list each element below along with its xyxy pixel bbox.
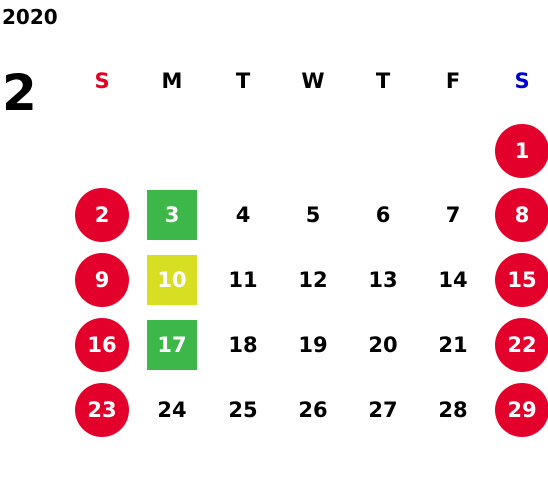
day-cell-9[interactable]: 9	[75, 253, 129, 307]
day-cell-28[interactable]: 28	[438, 398, 468, 422]
day-cell-4[interactable]: 4	[235, 203, 251, 227]
day-cell-3[interactable]: 3	[147, 190, 197, 240]
day-cell-25[interactable]: 25	[228, 398, 258, 422]
day-cell-13[interactable]: 13	[368, 268, 398, 292]
day-cell-16[interactable]: 16	[75, 318, 129, 372]
day-cell-8[interactable]: 8	[495, 188, 548, 242]
day-cell-20[interactable]: 20	[368, 333, 398, 357]
day-cell-14[interactable]: 14	[438, 268, 468, 292]
weekday-header-mon: M	[161, 69, 183, 93]
day-cell-24[interactable]: 24	[157, 398, 187, 422]
weekday-header-tue: T	[235, 69, 251, 93]
day-cell-17[interactable]: 17	[147, 320, 197, 370]
weekday-header-fri: F	[445, 69, 461, 93]
year-label: 2020	[2, 5, 58, 29]
day-cell-11[interactable]: 11	[228, 268, 258, 292]
day-cell-1[interactable]: 1	[495, 124, 548, 178]
day-cell-2[interactable]: 2	[75, 188, 129, 242]
day-cell-15[interactable]: 15	[495, 253, 548, 307]
weekday-header-sun: S	[94, 69, 110, 93]
day-cell-19[interactable]: 19	[298, 333, 328, 357]
day-cell-6[interactable]: 6	[375, 203, 391, 227]
day-cell-12[interactable]: 12	[298, 268, 328, 292]
day-cell-29[interactable]: 29	[495, 383, 548, 437]
weekday-header-wed: W	[301, 69, 325, 93]
day-cell-23[interactable]: 23	[75, 383, 129, 437]
day-cell-27[interactable]: 27	[368, 398, 398, 422]
day-cell-10[interactable]: 10	[147, 255, 197, 305]
day-cell-22[interactable]: 22	[495, 318, 548, 372]
weekday-header-thu: T	[375, 69, 391, 93]
day-cell-5[interactable]: 5	[305, 203, 321, 227]
day-cell-21[interactable]: 21	[438, 333, 468, 357]
day-cell-26[interactable]: 26	[298, 398, 328, 422]
weekday-header-sat: S	[514, 69, 530, 93]
day-cell-7[interactable]: 7	[445, 203, 461, 227]
month-number: 2	[2, 64, 37, 122]
day-cell-18[interactable]: 18	[228, 333, 258, 357]
